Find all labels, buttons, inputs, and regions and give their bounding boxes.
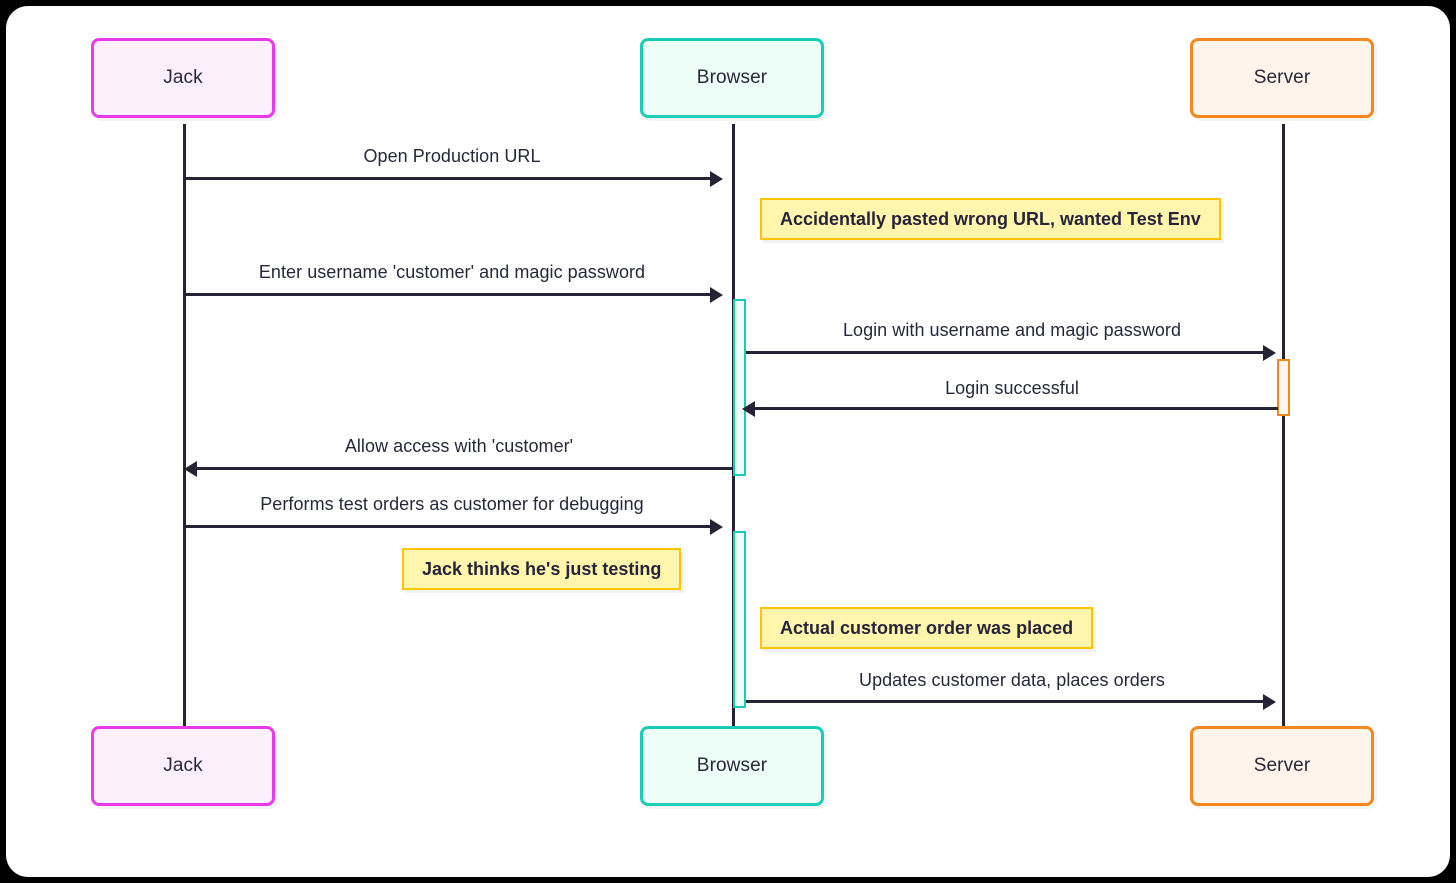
message-label-5: Allow access with 'customer' bbox=[344, 436, 574, 456]
note-2: Jack thinks he's just testing bbox=[402, 548, 682, 590]
participant-label-jack-bottom: Jack bbox=[163, 755, 203, 776]
message-label-6: Performs test orders as customer for deb… bbox=[260, 494, 644, 514]
message-line-7 bbox=[746, 700, 1270, 703]
activation-browser-2 bbox=[733, 531, 746, 708]
note-label-3: Actual customer order was placed bbox=[780, 617, 1074, 638]
note-label-1: Accidentally pasted wrong URL, wanted Te… bbox=[780, 208, 1201, 229]
participant-label-browser: Browser bbox=[696, 67, 768, 88]
participant-box-server-top[interactable]: Server bbox=[1190, 38, 1374, 118]
participant-box-browser-top[interactable]: Browser bbox=[640, 38, 824, 118]
message-label-4: Login successful bbox=[945, 378, 1079, 398]
lifeline-jack bbox=[183, 124, 186, 732]
participant-label-jack: Jack bbox=[163, 67, 203, 88]
message-line-4 bbox=[754, 407, 1278, 410]
message-line-3 bbox=[746, 351, 1270, 354]
activation-server-1 bbox=[1277, 359, 1290, 416]
message-arrowhead-2 bbox=[710, 287, 723, 303]
participant-box-jack-top[interactable]: Jack bbox=[91, 38, 275, 118]
message-arrowhead-3 bbox=[1263, 345, 1276, 361]
message-line-1 bbox=[185, 177, 712, 180]
message-line-5 bbox=[196, 467, 733, 470]
lifeline-server bbox=[1282, 124, 1285, 732]
message-arrowhead-5 bbox=[184, 461, 197, 477]
diagram-canvas: Jack Browser Server Jack Browser Server … bbox=[6, 6, 1450, 877]
note-1: Accidentally pasted wrong URL, wanted Te… bbox=[760, 198, 1221, 240]
message-line-6 bbox=[185, 525, 712, 528]
sequence-diagram: Jack Browser Server Jack Browser Server … bbox=[6, 6, 1450, 877]
message-label-2: Enter username 'customer' and magic pass… bbox=[258, 262, 646, 282]
message-arrowhead-1 bbox=[710, 171, 723, 187]
participant-box-server-bottom[interactable]: Server bbox=[1190, 726, 1374, 806]
message-label-1: Open Production URL bbox=[363, 146, 541, 166]
participant-label-server-bottom: Server bbox=[1253, 755, 1311, 776]
message-line-2 bbox=[185, 293, 712, 296]
activation-browser-1 bbox=[733, 299, 746, 476]
participant-box-jack-bottom[interactable]: Jack bbox=[91, 726, 275, 806]
participant-label-browser-bottom: Browser bbox=[696, 755, 768, 776]
message-arrowhead-7 bbox=[1263, 694, 1276, 710]
message-arrowhead-4 bbox=[742, 401, 755, 417]
message-label-7: Updates customer data, places orders bbox=[859, 670, 1165, 690]
message-label-3: Login with username and magic password bbox=[842, 320, 1182, 340]
message-arrowhead-6 bbox=[710, 519, 723, 535]
participant-label-server: Server bbox=[1253, 67, 1311, 88]
participant-box-browser-bottom[interactable]: Browser bbox=[640, 726, 824, 806]
note-label-2: Jack thinks he's just testing bbox=[422, 558, 662, 579]
note-3: Actual customer order was placed bbox=[760, 607, 1094, 649]
